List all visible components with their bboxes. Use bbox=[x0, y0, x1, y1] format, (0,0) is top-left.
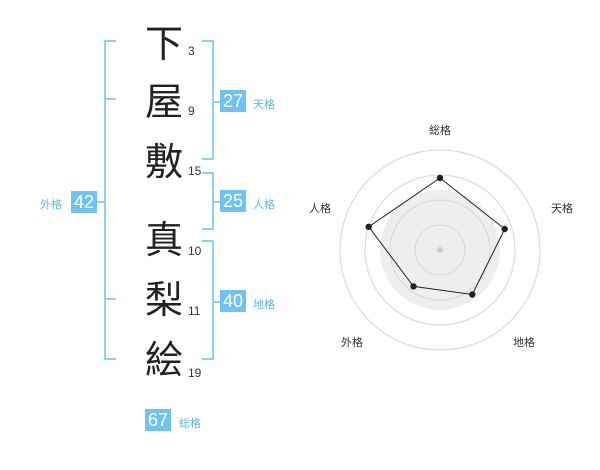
chikaku-bracket-connector bbox=[212, 301, 222, 303]
radar-ring bbox=[414, 224, 466, 276]
name-char-6: 絵 bbox=[144, 338, 183, 382]
stroke-count-5: 11 bbox=[188, 304, 201, 318]
gaikaku-bracket-tick-top bbox=[104, 40, 116, 42]
stroke-count-3: 15 bbox=[188, 164, 202, 178]
chikaku-value: 40 bbox=[220, 290, 247, 312]
axis-label-soukaku: 総格 bbox=[429, 123, 451, 137]
tenkaku-bracket-connector bbox=[212, 101, 222, 103]
radar-data-points bbox=[365, 174, 508, 298]
name-char-1: 下 bbox=[144, 22, 183, 66]
axis-label-gaikaku: 外格 bbox=[341, 335, 363, 349]
gaikaku-bracket-line bbox=[104, 40, 106, 360]
axis-label-chikaku: 地格 bbox=[513, 335, 535, 349]
radar-data-polygon bbox=[367, 177, 506, 296]
jinkaku-bracket-tick-top bbox=[202, 172, 214, 174]
soukaku-label: 総格 bbox=[179, 417, 201, 430]
name-char-2: 屋 bbox=[144, 80, 183, 124]
radar-center bbox=[437, 247, 443, 253]
jinkaku-bracket-tick-bottom bbox=[202, 228, 214, 230]
chikaku-label: 地格 bbox=[253, 298, 275, 311]
tenkaku-label: 天格 bbox=[253, 98, 275, 111]
tenkaku-bracket-tick-bottom bbox=[202, 158, 214, 160]
gaikaku-bracket-tick bbox=[104, 298, 116, 300]
jinkaku-value: 25 bbox=[220, 190, 247, 212]
name-char-5: 梨 bbox=[144, 278, 183, 322]
tenkaku-bracket-line bbox=[212, 40, 214, 160]
radar-ring bbox=[389, 199, 491, 301]
tenkaku-value: 27 bbox=[220, 90, 247, 112]
stroke-count-6: 19 bbox=[188, 366, 202, 380]
jinkaku-label: 人格 bbox=[253, 198, 275, 211]
gaikaku-bracket-tick bbox=[104, 98, 116, 100]
radar-point-1 bbox=[436, 174, 444, 182]
name-char-3: 敷 bbox=[144, 140, 183, 184]
radar-point-3 bbox=[469, 291, 476, 298]
fortune-radar-chart: 総格 天格 地格 外格 人格 bbox=[309, 123, 573, 351]
name-char-4: 真 bbox=[144, 218, 183, 262]
tenkaku-bracket-tick-top bbox=[202, 40, 214, 42]
stroke-count-2: 9 bbox=[188, 104, 195, 118]
jinkaku-bracket-connector bbox=[212, 201, 222, 203]
chikaku-bracket-tick-top bbox=[202, 240, 214, 242]
soukaku-value: 67 bbox=[145, 409, 172, 431]
radar-point-2 bbox=[501, 225, 508, 233]
gaikaku-bracket-connector bbox=[94, 201, 104, 203]
gaikaku-value: 42 bbox=[71, 191, 98, 213]
radar-point-4 bbox=[410, 283, 417, 290]
stroke-count-4: 10 bbox=[188, 244, 202, 258]
gaikaku-label: 外格 bbox=[40, 198, 62, 211]
chikaku-bracket-line bbox=[212, 240, 214, 360]
stroke-count-1: 3 bbox=[188, 44, 195, 58]
radar-point-5 bbox=[365, 223, 372, 230]
gaikaku-bracket-tick-bottom bbox=[104, 358, 116, 360]
axis-label-tenkaku: 天格 bbox=[551, 201, 573, 215]
chikaku-bracket-tick-bottom bbox=[202, 358, 214, 360]
axis-label-jinkaku: 人格 bbox=[309, 201, 331, 215]
radar-ring bbox=[339, 149, 541, 351]
radar-center-dot bbox=[437, 247, 443, 253]
